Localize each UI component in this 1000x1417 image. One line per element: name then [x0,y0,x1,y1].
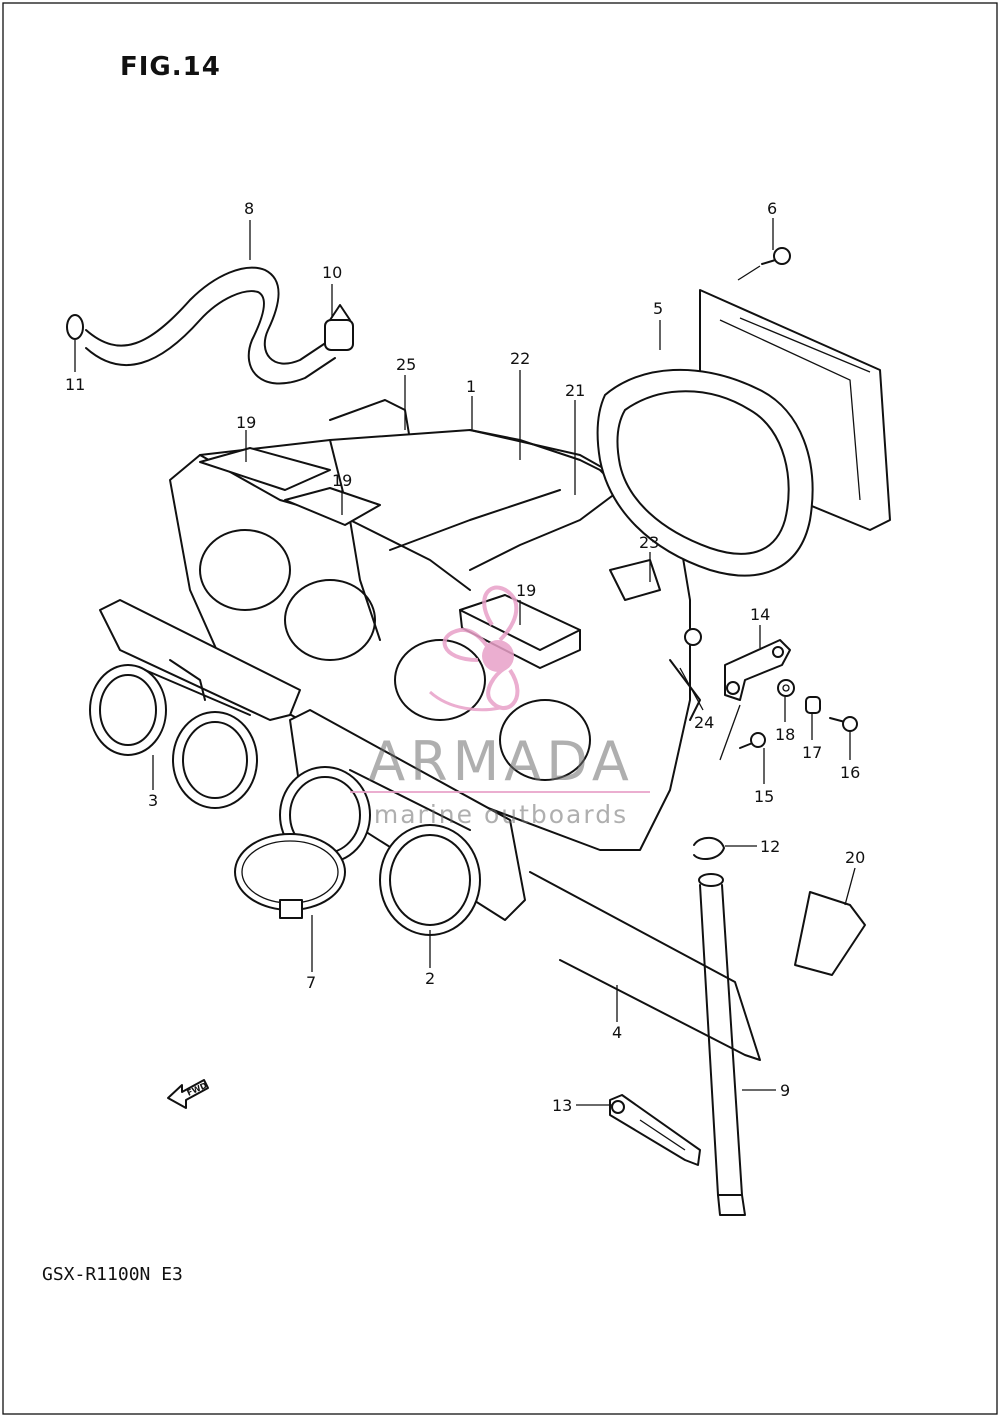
callout-2: 2 [425,969,435,988]
callout-11: 11 [65,375,85,394]
figure-title: FIG.14 [120,52,221,82]
callout-19-mid: 19 [332,471,352,490]
callout-leaders [74,218,856,1106]
callout-12: 12 [760,837,780,856]
callout-18: 18 [775,725,795,744]
callout-25: 25 [396,355,416,374]
fwd-label: FWD [186,1081,209,1098]
watermark-brand: ARMADA [368,730,634,793]
part-clamp-band-7 [234,833,346,919]
callout-24: 24 [694,713,714,732]
callout-6: 6 [767,199,777,218]
callout-numbers: 8 10 11 25 1 22 21 5 6 19 19 19 23 24 14… [65,199,865,1115]
part-rod-4 [529,871,761,1061]
callout-8: 8 [244,199,254,218]
part-screw-6 [737,247,791,281]
part-bracket-13 [609,1094,701,1166]
callout-9: 9 [780,1081,790,1100]
callout-7: 7 [306,973,316,992]
callout-16: 16 [840,763,860,782]
part-filter-element [596,289,891,577]
part-breather-hose [66,266,336,385]
part-intake-joint [89,599,301,809]
callout-22: 22 [510,349,530,368]
model-code: GSX-R1100N E3 [42,1264,183,1285]
callout-3: 3 [148,791,158,810]
callout-19-box: 19 [516,581,536,600]
callout-21: 21 [565,381,585,400]
callout-14: 14 [750,605,770,624]
part-label-plate-20 [794,891,866,976]
callout-10: 10 [322,263,342,282]
callout-20: 20 [845,848,865,867]
callout-1: 1 [466,377,476,396]
callout-5: 5 [653,299,663,318]
callout-13: 13 [552,1096,572,1115]
part-clip-12 [693,836,725,861]
callout-17: 17 [802,743,822,762]
watermark-tagline: marine outboards [373,800,629,829]
watermark-logo [350,585,650,793]
part-hose-clamp-10 [324,304,354,351]
fwd-arrow-icon: FWD [167,1079,209,1109]
part-drain-pipe [698,873,746,1216]
callout-15: 15 [754,787,774,806]
callout-23: 23 [639,533,659,552]
callout-19-top: 19 [236,413,256,432]
part-air-cleaner-box [169,429,701,851]
part-bracket-14 [724,639,791,701]
callout-4: 4 [612,1023,622,1042]
part-hardware-group [684,628,858,761]
